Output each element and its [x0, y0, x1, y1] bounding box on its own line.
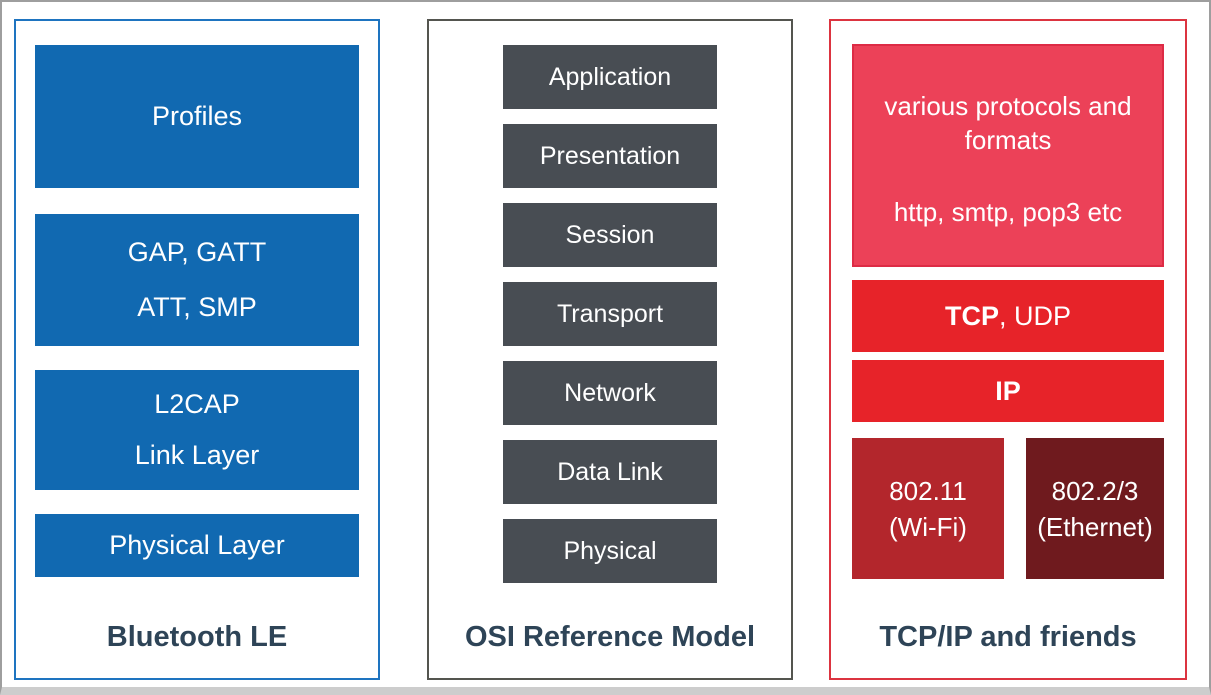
bluetooth-le-title: Bluetooth LE [106, 621, 288, 653]
transport-label: Transport [556, 299, 664, 328]
physical-label: Physical [563, 536, 657, 565]
gap-gatt-label: GAP, GATT [127, 237, 267, 268]
gap-gatt-att-smp-box: GAP, GATT ATT, SMP [35, 214, 359, 346]
osi-layer-presentation: Presentation [503, 124, 717, 188]
udp-label: , UDP [998, 300, 1071, 331]
data-link-label: Data Link [557, 457, 663, 486]
osi-layer-application: Application [503, 45, 717, 109]
osi-reference-model-title: OSI Reference Model [464, 621, 756, 653]
tcp-label: TCP [944, 300, 999, 331]
link-layer-row: 802.11 (Wi-Fi) 802.2/3 (Ethernet) [852, 438, 1164, 579]
various-protocols-label: various protocols and formats [884, 90, 1132, 155]
profiles-label: Profiles [151, 101, 243, 131]
wifi-box: 802.11 (Wi-Fi) [852, 438, 1004, 579]
ethernet-name-label: (Ethernet) [1037, 511, 1153, 542]
wifi-name-label: (Wi-Fi) [889, 511, 967, 542]
presentation-label: Presentation [539, 141, 681, 170]
ip-box: IP [852, 360, 1164, 422]
session-label: Session [565, 220, 655, 249]
network-label: Network [564, 378, 656, 407]
bluetooth-le-stack-panel: Profiles GAP, GATT ATT, SMP L2CAP Link L… [14, 19, 380, 680]
osi-layer-transport: Transport [503, 282, 717, 346]
osi-layer-session: Session [503, 203, 717, 267]
ethernet-box: 802.2/3 (Ethernet) [1026, 438, 1164, 579]
http-smtp-pop3-label: http, smtp, pop3 etc [893, 196, 1123, 227]
tcp-udp-box: TCP , UDP [852, 280, 1164, 352]
osi-layer-network: Network [503, 361, 717, 425]
physical-layer-label: Physical Layer [109, 530, 285, 560]
tcpip-stack-panel: various protocols and formats http, smtp… [829, 19, 1187, 680]
osi-reference-model-panel: Application Presentation Session Transpo… [427, 19, 793, 680]
wifi-standard-label: 802.11 [889, 475, 967, 506]
tcpip-and-friends-title: TCP/IP and friends [879, 621, 1137, 653]
link-layer-label: Link Layer [134, 439, 260, 470]
osi-layer-data-link: Data Link [503, 440, 717, 504]
osi-layer-physical: Physical [503, 519, 717, 583]
l2cap-link-layer-box: L2CAP Link Layer [35, 370, 359, 490]
profiles-box: Profiles [35, 45, 359, 188]
application-label: Application [548, 62, 672, 91]
application-protocols-box: various protocols and formats http, smtp… [852, 44, 1164, 267]
ip-label: IP [995, 375, 1021, 406]
ethernet-standard-label: 802.2/3 [1051, 475, 1139, 506]
att-smp-label: ATT, SMP [137, 291, 257, 322]
physical-layer-box: Physical Layer [35, 514, 359, 577]
l2cap-label: L2CAP [154, 389, 240, 420]
